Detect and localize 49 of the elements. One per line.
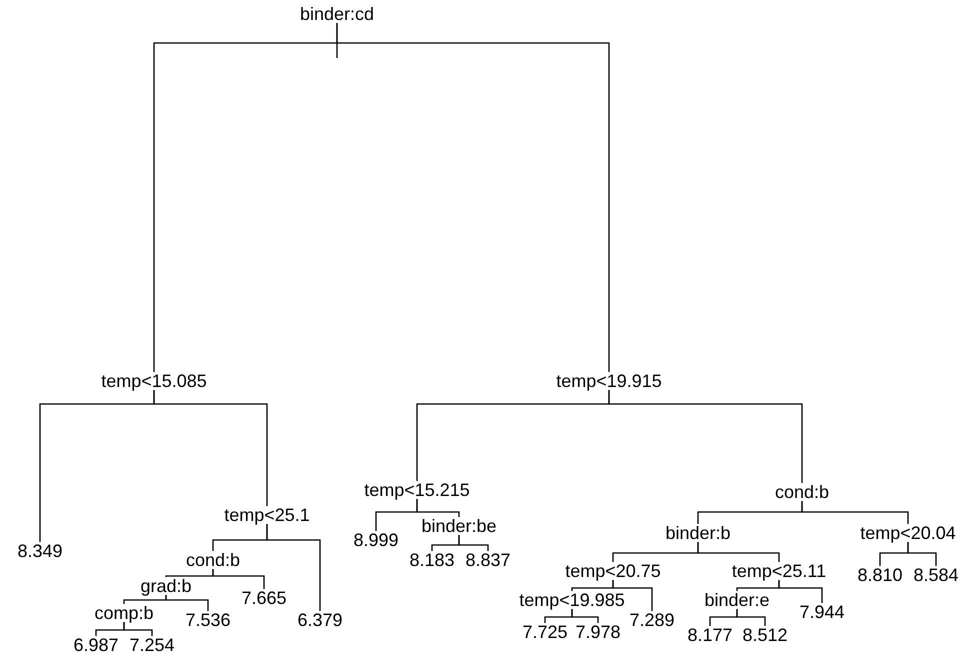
split-label: binder:e — [704, 591, 770, 609]
tree-branch — [458, 535, 489, 551]
split-label: temp<15.085 — [101, 372, 207, 390]
tree-branch — [123, 622, 153, 636]
tree-branch — [697, 542, 780, 562]
leaf-value: 7.978 — [575, 623, 621, 641]
split-label: binder:cd — [300, 5, 374, 23]
split-label: binder:b — [665, 524, 731, 542]
tree-branch — [907, 542, 937, 566]
split-label: temp<25.1 — [224, 506, 310, 524]
leaf-value: 8.999 — [353, 531, 399, 549]
split-label: temp<19.985 — [519, 591, 625, 609]
tree-branch — [571, 609, 599, 623]
leaf-value: 6.379 — [297, 611, 343, 629]
split-label: cond:b — [774, 483, 830, 501]
leaf-value: 8.512 — [742, 626, 788, 644]
leaf-value: 8.177 — [687, 626, 733, 644]
tree-branch — [608, 390, 803, 483]
leaf-value: 8.837 — [465, 551, 511, 569]
leaf-value: 7.536 — [185, 611, 231, 629]
split-label: temp<20.75 — [565, 562, 661, 580]
split-label: temp<25.11 — [732, 562, 826, 580]
leaf-value: 7.944 — [799, 603, 845, 621]
split-label: grad:b — [140, 577, 192, 595]
leaf-value: 8.584 — [913, 566, 959, 584]
leaf-value: 7.289 — [629, 611, 675, 629]
leaf-value: 8.810 — [857, 566, 903, 584]
leaf-value: 8.183 — [409, 551, 455, 569]
split-label: cond:b — [186, 551, 240, 569]
leaf-value: 6.987 — [73, 636, 119, 654]
tree-branch — [212, 569, 265, 589]
tree-branch — [801, 501, 909, 524]
tree-branch — [336, 23, 610, 372]
leaf-value: 7.254 — [129, 636, 175, 654]
split-label: temp<20.04 — [860, 524, 956, 542]
tree-branch — [736, 609, 766, 626]
tree-branch — [778, 580, 823, 603]
tree-branch — [612, 580, 653, 611]
split-label: temp<19.915 — [556, 372, 662, 390]
split-label: comp:b — [94, 604, 154, 622]
tree-branch — [153, 390, 268, 506]
leaf-value: 8.349 — [17, 542, 63, 560]
leaf-value: 7.665 — [241, 589, 287, 607]
tree-branch — [165, 595, 209, 611]
split-label: temp<15.215 — [364, 481, 470, 499]
tree-branch — [266, 524, 321, 611]
split-label: binder:be — [421, 517, 497, 535]
tree-branch — [416, 499, 460, 517]
leaf-value: 7.725 — [522, 623, 568, 641]
